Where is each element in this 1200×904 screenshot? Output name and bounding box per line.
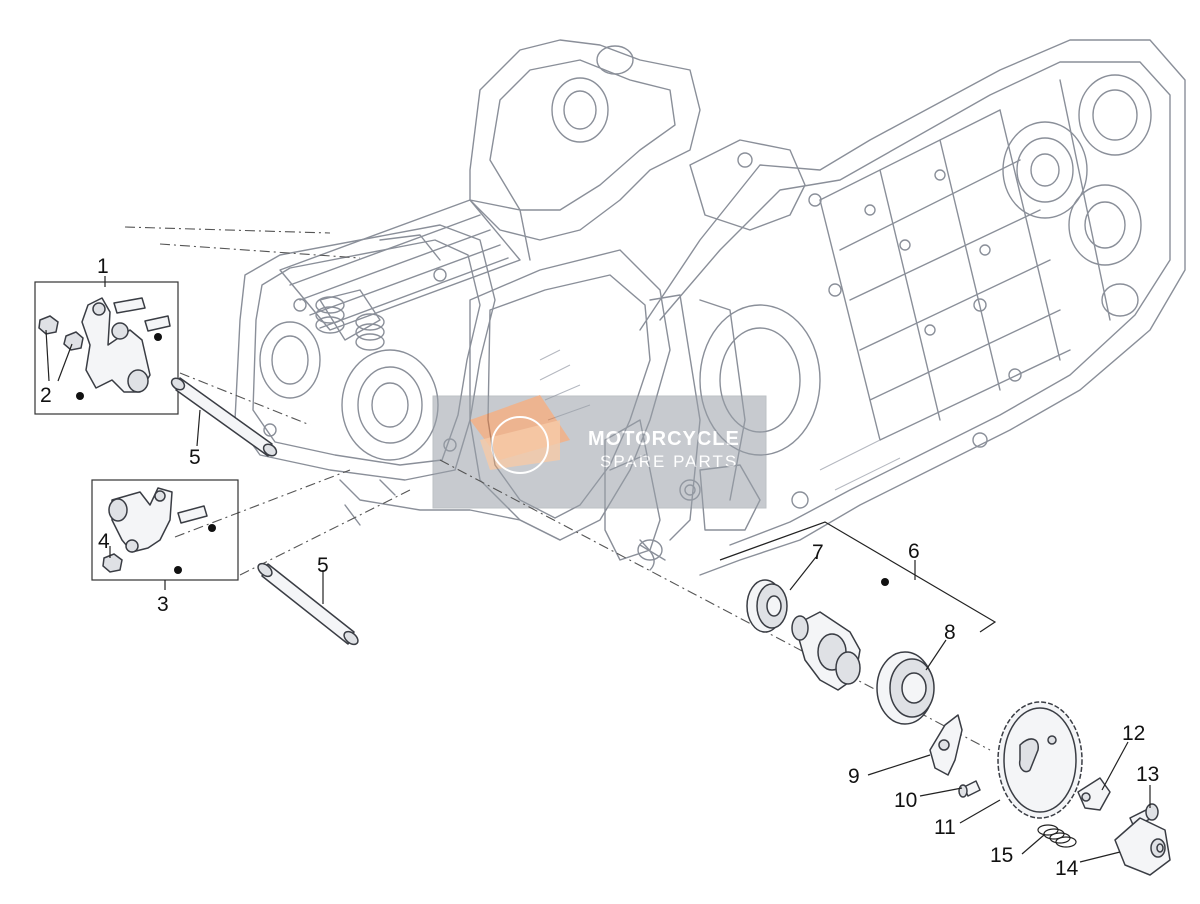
rocker-shaft-upper (170, 377, 278, 457)
callout-13: 13 (1136, 763, 1159, 786)
callout-7: 7 (812, 541, 824, 564)
lever-12 (1077, 777, 1111, 811)
callout-10: 10 (894, 789, 917, 812)
callout-5-lower: 5 (317, 554, 329, 577)
leader-lines (45, 276, 1151, 863)
decompressor-plate (929, 714, 963, 776)
assembly-lines (124, 226, 991, 751)
callout-4: 4 (98, 530, 110, 553)
callout-5-upper: 5 (189, 446, 201, 469)
camshaft-sprocket (997, 701, 1083, 819)
callout-11: 11 (934, 816, 956, 839)
rocker-arm-assembly-3 (91, 479, 239, 581)
group-box-1 (34, 281, 179, 415)
callout-3: 3 (157, 593, 169, 616)
callout-2: 2 (40, 384, 52, 407)
rocker-shaft-lower (257, 562, 359, 646)
callout-14: 14 (1055, 857, 1079, 880)
group-bracket-6 (719, 521, 997, 633)
callout-labels: 1 2 3 4 5 5 6 7 8 9 10 11 12 13 14 15 (40, 255, 1159, 880)
camshaft-assembly (719, 521, 997, 725)
callout-6: 6 (908, 540, 920, 563)
callout-15: 15 (990, 844, 1013, 867)
rocker-arm-assembly-1 (34, 281, 179, 415)
spring-15 (1037, 824, 1077, 848)
pin-10 (958, 780, 981, 798)
callout-1: 1 (97, 255, 109, 278)
callout-9: 9 (848, 765, 860, 788)
watermark: MOTORCYCLE SPARE PARTS (432, 395, 767, 509)
counterweight-14 (1114, 817, 1171, 876)
callout-8: 8 (944, 621, 956, 644)
watermark-line1: MOTORCYCLE (588, 428, 740, 450)
watermark-line2: SPARE PARTS (600, 452, 738, 471)
callout-12: 12 (1122, 722, 1145, 745)
